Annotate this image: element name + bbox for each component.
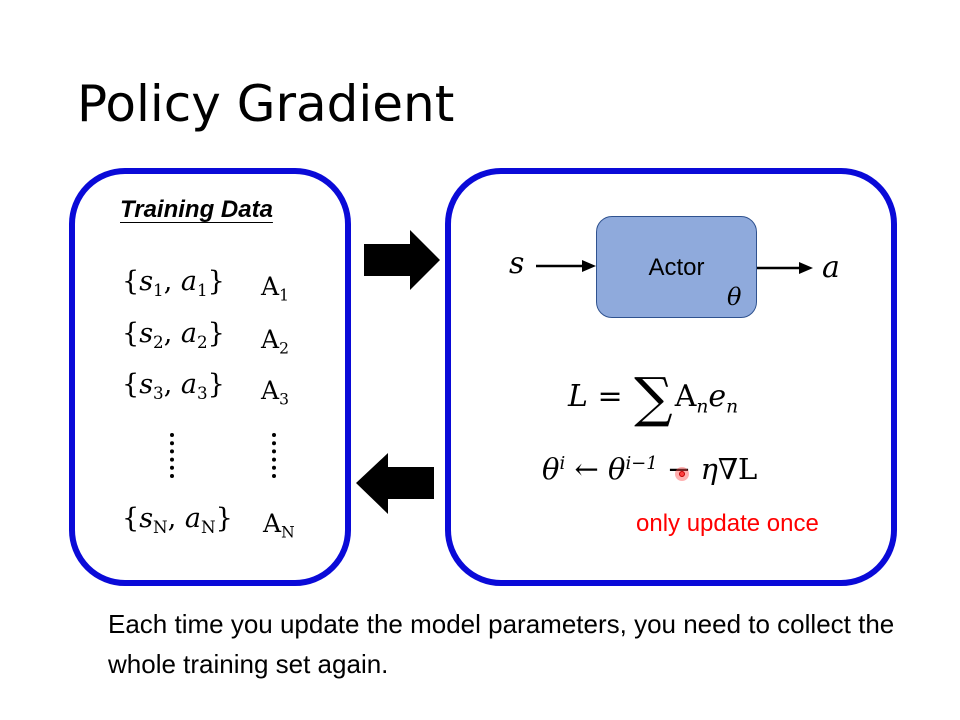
data-pair-1: {s1, a1} — [122, 266, 225, 300]
left-block-arrow — [356, 453, 434, 514]
advantage-3: A3 — [261, 376, 289, 409]
training-data-panel — [69, 168, 351, 586]
laser-pointer-icon — [675, 467, 689, 481]
update-equation: θi ← θi−1 − η∇L — [542, 452, 758, 486]
actor-parameter: θ — [727, 283, 742, 311]
output-arrow — [757, 262, 813, 274]
data-pair-2: {s2, a2} — [122, 318, 225, 352]
right-block-arrow — [364, 230, 440, 290]
state-input-label: s — [509, 246, 525, 281]
input-arrow — [536, 260, 596, 272]
data-pair-3: {s3, a3} — [122, 369, 225, 403]
advantages-ellipsis — [272, 433, 276, 478]
pairs-ellipsis — [170, 433, 174, 478]
actor-box — [596, 216, 757, 318]
advantage-2: A2 — [261, 325, 289, 358]
data-pair-n: {sN, aN} — [122, 503, 233, 537]
actor-label: Actor — [648, 254, 705, 281]
slide-caption: Each time you update the model parameter… — [108, 609, 895, 679]
advantage-n: AN — [263, 509, 295, 542]
update-note: only update once — [636, 510, 819, 537]
action-output-label: a — [822, 250, 840, 285]
training-data-heading: Training Data — [120, 196, 273, 223]
page-title: Policy Gradient — [77, 75, 455, 133]
loss-equation: L = ∑Anen — [568, 366, 739, 429]
advantage-1: A1 — [261, 272, 289, 305]
